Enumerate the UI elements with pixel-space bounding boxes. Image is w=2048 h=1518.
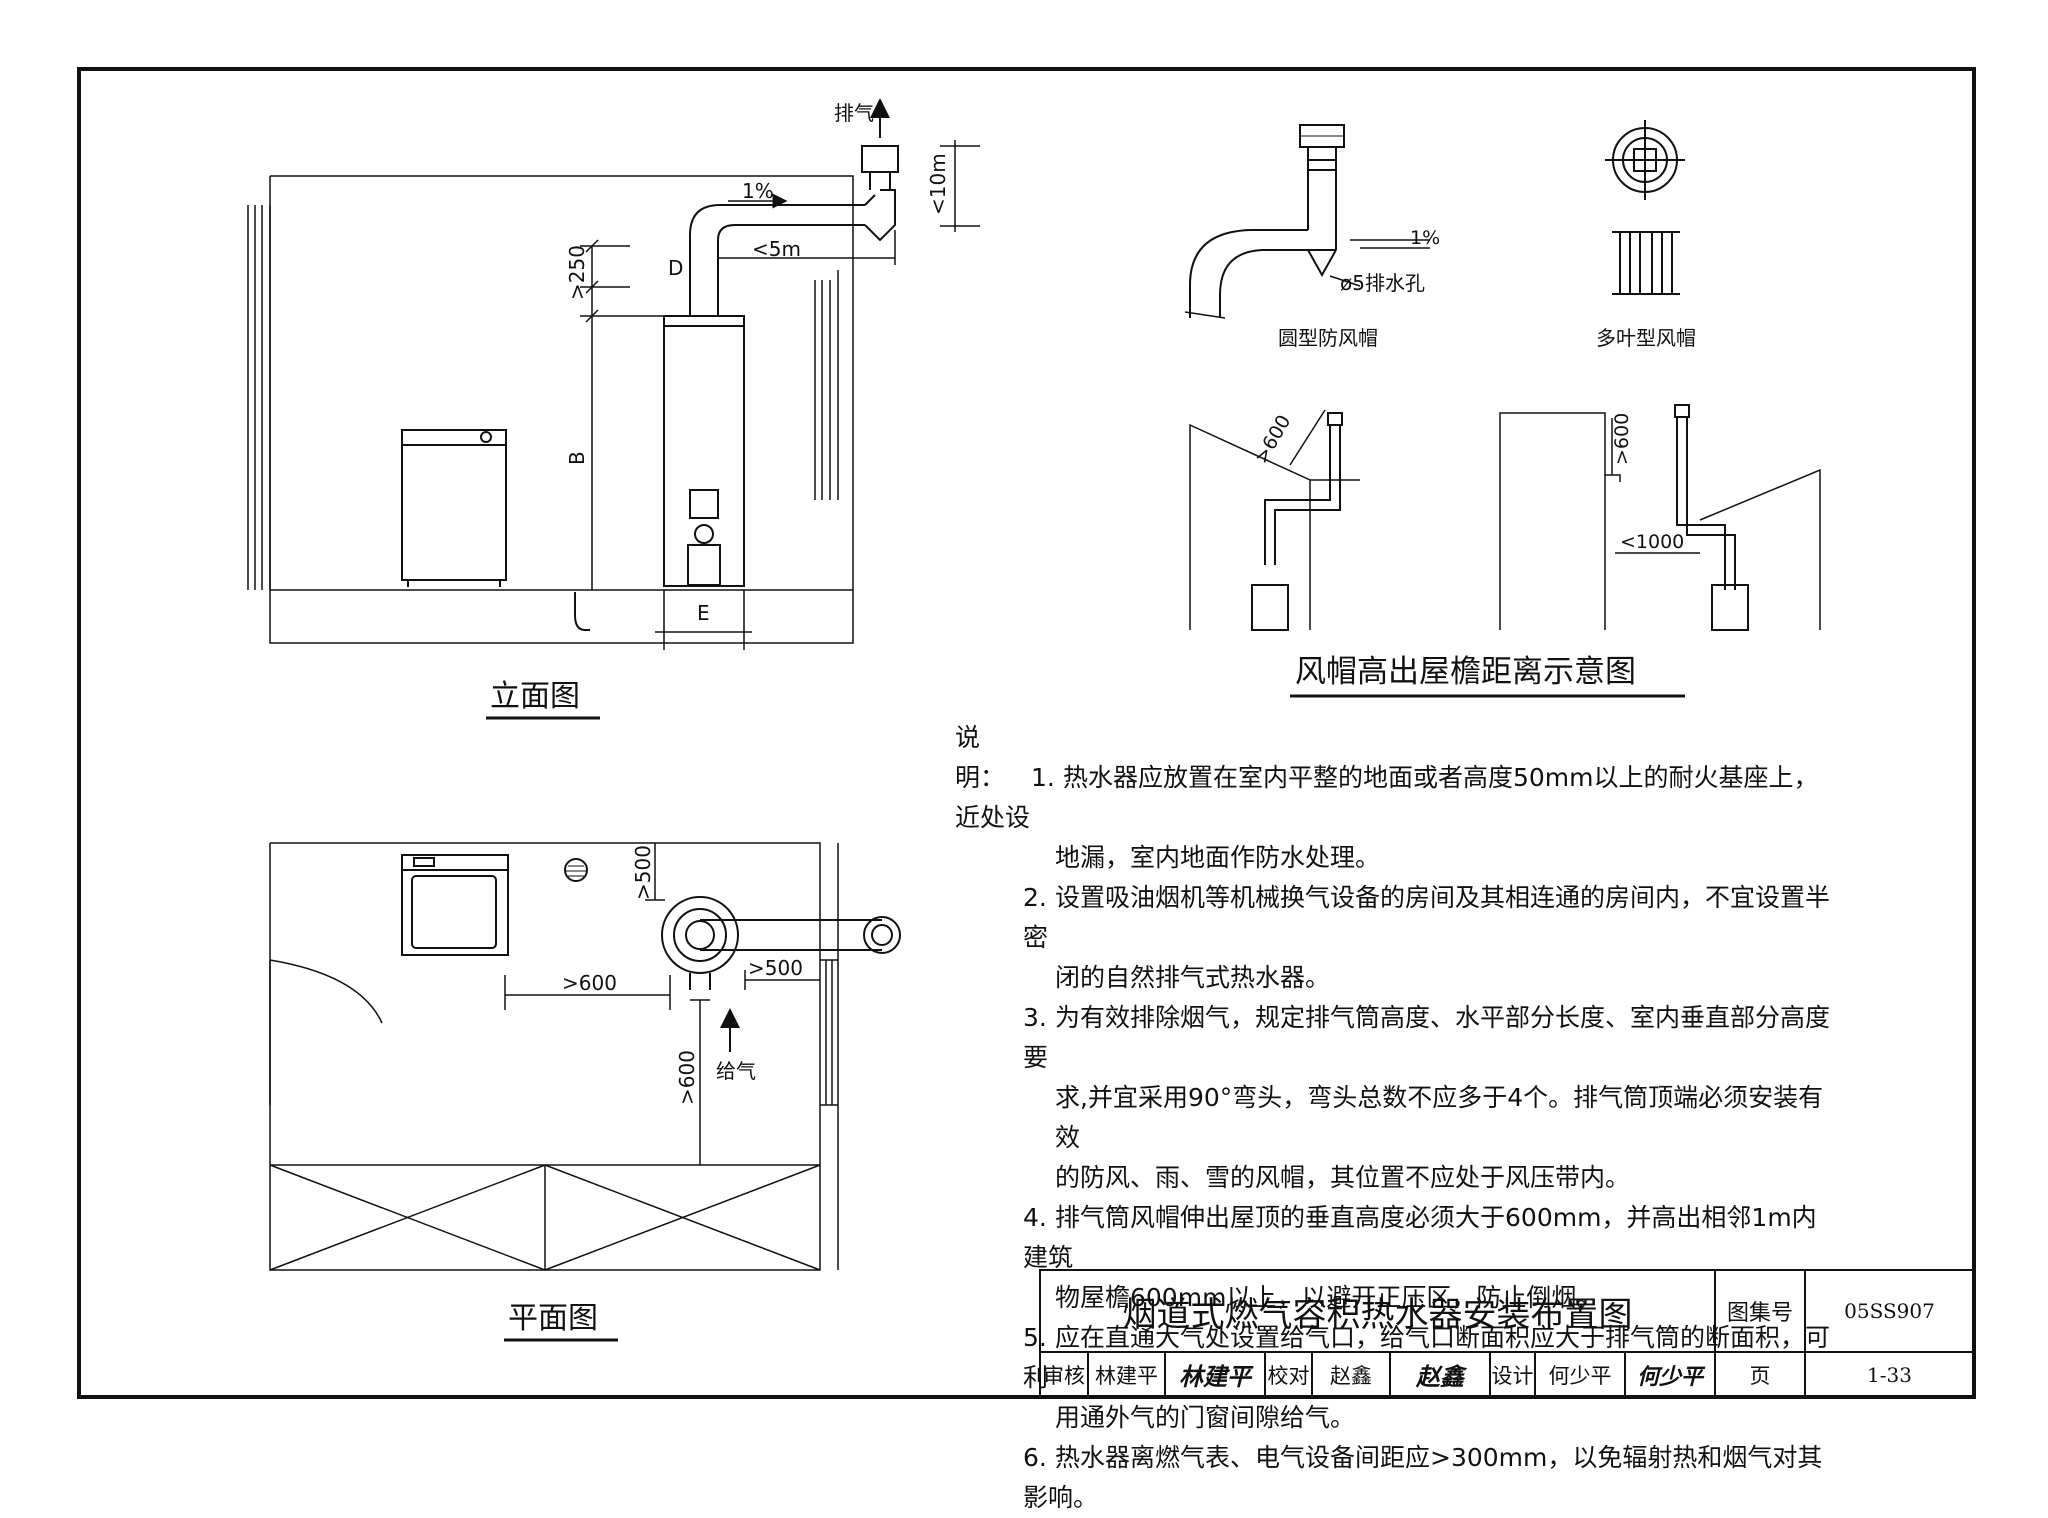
cap-slope-label: 1% [1410, 227, 1440, 249]
roof-b-dim-600: >600 [1611, 413, 1633, 465]
reviewer-name: 林建平 [1095, 1363, 1158, 1388]
dim-chain-vertical [580, 239, 664, 590]
note-text: 为有效排除烟气，规定排气筒高度、水平部分长度、室内垂直部分高度要 [1023, 1003, 1831, 1072]
right-window-jamb [814, 270, 839, 500]
note-row: 4.排气筒风帽伸出屋顶的垂直高度必须大于600mm，并高出相邻1m内建筑 [955, 1198, 1835, 1278]
check-label: 校对 [1267, 1363, 1310, 1388]
designer-signature: 何少平 [1636, 1363, 1703, 1390]
plan-title: 平面图 [508, 1301, 598, 1336]
atlas-label: 图集号 [1726, 1301, 1793, 1326]
note-row: 地漏，室内地面作防水处理。 [955, 838, 1835, 878]
note-row: 闭的自然排气式热水器。 [955, 958, 1835, 998]
caps-title: 风帽高出屋檐距离示意图 [1295, 654, 1636, 690]
note-text: 求,并宜采用90°弯头，弯头总数不应多于4个。排气筒顶端必须安装有效 [1055, 1083, 1824, 1152]
dim-10m [940, 140, 980, 232]
note-number: 3. [1023, 1003, 1047, 1032]
left-wall-hatch [247, 205, 271, 590]
dim-10m-label: <10m [926, 153, 950, 215]
plan-dim-500-top: >500 [631, 845, 655, 900]
roof-a-dim-600: >600 [1250, 411, 1295, 467]
elevation-title: 立面图 [490, 679, 580, 714]
title-block [1039, 1269, 1975, 1398]
exhaust-label: 排气 [834, 101, 874, 125]
plan-right-wall [820, 843, 839, 1270]
plan-floor-drain [564, 858, 588, 882]
dim-e-label: E [697, 601, 710, 625]
floor-drain-trap [574, 592, 590, 631]
review-label: 审核 [1043, 1363, 1085, 1388]
note-text: 热水器离燃气表、电气设备间距应>300mm，以免辐射热和烟气对其影响。 [1023, 1443, 1823, 1512]
drain-hole-label: ø5排水孔 [1340, 271, 1425, 295]
note-row: 5.应在直通大气处设置给气口，给气口断面积应大于排气筒的断面积，可利 [955, 1318, 1835, 1398]
note-row: 3.为有效排除烟气，规定排气筒高度、水平部分长度、室内垂直部分高度要 [955, 998, 1835, 1078]
round-wind-cap-detail [1184, 124, 1430, 319]
roof-b-dim-1000: <1000 [1620, 531, 1684, 553]
note-number: 4. [1023, 1203, 1047, 1232]
roof-diagram-b [1499, 404, 1821, 631]
checker-signature: 赵鑫 [1416, 1362, 1464, 1391]
note-row: 6.热水器离燃气表、电气设备间距应>300mm，以免辐射热和烟气对其影响。 [955, 1438, 1835, 1518]
dim-b-label: B [565, 451, 589, 465]
plan-dims [504, 843, 820, 1165]
plan-view [269, 842, 901, 1271]
washing-machine [401, 429, 507, 587]
design-label: 设计 [1491, 1363, 1534, 1388]
note-text: 地漏，室内地面作防水处理。 [1055, 843, 1381, 872]
dim-5m [718, 230, 896, 265]
note-number: 1. [1030, 763, 1055, 792]
note-text: 物屋檐600mm以上，以避开正压区，防止倒烟。 [1055, 1283, 1602, 1312]
checker-name: 赵鑫 [1330, 1363, 1372, 1388]
counter-hatch [269, 1164, 821, 1271]
sheet-frame [77, 67, 1976, 1399]
note-row: 用通外气的门窗间隙给气。 [955, 1398, 1835, 1438]
note-row: 物屋檐600mm以上，以避开正压区，防止倒烟。 [955, 1278, 1835, 1318]
roof-diagram-a [1189, 409, 1360, 631]
notes-list: 说明： 1.热水器应放置在室内平整的地面或者高度50mm以上的耐火基座上，近处设… [955, 718, 1835, 1518]
door-swing [269, 959, 383, 1105]
multi-blade-cap-detail [1605, 120, 1685, 295]
note-text: 热水器应放置在室内平整的地面或者高度50mm以上的耐火基座上，近处设 [955, 763, 1819, 832]
page-label: 页 [1749, 1363, 1771, 1388]
elevation-view [247, 98, 980, 650]
reviewer-signature: 林建平 [1179, 1362, 1251, 1391]
plan-dim-600-horiz: >600 [562, 971, 617, 995]
elevation-wind-cap [861, 145, 899, 173]
note-text: 闭的自然排气式热水器。 [1055, 963, 1331, 992]
drawing-title: 烟道式燃气容积热水器安装布置图 [1122, 1294, 1633, 1335]
note-row: 求,并宜采用90°弯头，弯头总数不应多于4个。排气筒顶端必须安装有效 [955, 1078, 1835, 1158]
plan-water-heater [661, 896, 901, 990]
atlas-number: 05SS907 [1844, 1299, 1935, 1323]
dim-e [655, 590, 752, 650]
note-first-row: 说明： 1.热水器应放置在室内平整的地面或者高度50mm以上的耐火基座上，近处设 [955, 718, 1835, 838]
plan-dim-600-vert: >600 [675, 1050, 699, 1105]
water-heater [663, 315, 745, 587]
air-supply-label: 给气 [716, 1059, 756, 1083]
note-text: 应在直通大气处设置给气口，给气口断面积应大于排气筒的断面积，可利 [1023, 1323, 1831, 1392]
designer-name: 何少平 [1548, 1363, 1612, 1388]
note-text: 设置吸油烟机等机械换气设备的房间及其相连通的房间内，不宜设置半密 [1023, 883, 1831, 952]
page-number: 1-33 [1867, 1362, 1912, 1387]
drawing-sheet: 排气 1% <5m <10m >250 D B E 立面图 [77, 67, 1976, 1399]
dim-d-label: D [668, 256, 683, 280]
round-cap-label: 圆型防风帽 [1278, 326, 1378, 350]
note-row: 的防风、雨、雪的风帽，其位置不应处于风压带内。 [955, 1158, 1835, 1198]
note-number: 2. [1023, 883, 1047, 912]
dim-250-label: >250 [565, 245, 589, 300]
note-text: 用通外气的门窗间隙给气。 [1055, 1403, 1356, 1432]
multi-cap-label: 多叶型风帽 [1596, 326, 1696, 350]
dim-5m-label: <5m [752, 237, 801, 261]
note-number: 5. [1023, 1323, 1047, 1352]
flue-pipe [689, 145, 899, 316]
plan-washing-machine [401, 854, 509, 956]
notes-section: 说明： 1.热水器应放置在室内平整的地面或者高度50mm以上的耐火基座上，近处设… [955, 718, 1835, 1518]
note-row: 2.设置吸油烟机等机械换气设备的房间及其相连通的房间内，不宜设置半密 [955, 878, 1835, 958]
plan-dim-500-right: >500 [748, 956, 803, 980]
notes-lead: 说明： [955, 723, 1006, 792]
note-text: 排气筒风帽伸出屋顶的垂直高度必须大于600mm，并高出相邻1m内建筑 [1023, 1203, 1817, 1272]
note-text: 的防风、雨、雪的风帽，其位置不应处于风压带内。 [1055, 1163, 1631, 1192]
elevation-slope-label: 1% [742, 179, 774, 203]
note-number: 6. [1023, 1443, 1047, 1472]
